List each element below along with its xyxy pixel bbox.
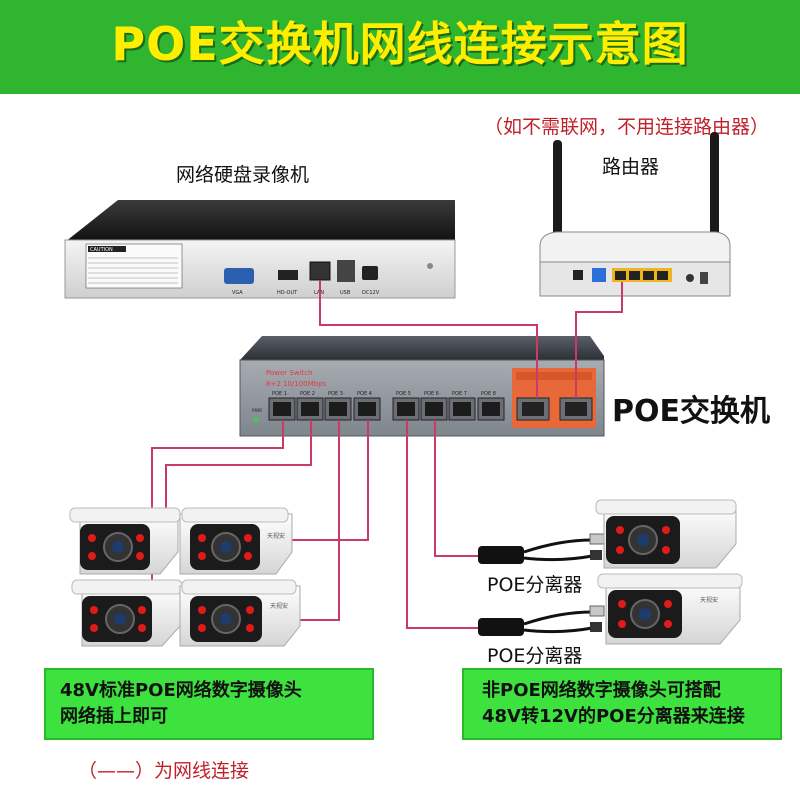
non-poe-camera-note-line-2: 48V转12V的POE分离器来连接 [482,704,745,730]
router-usb-port [700,272,708,284]
dc-power-port [362,266,378,280]
splitter-1 [478,534,604,564]
uplink-port-1-socket [522,402,544,416]
nvr-caution-text: CAUTION [90,247,113,253]
cable-legend: （——）为网线连接 [78,756,249,783]
camera-6: 天视安 [598,574,742,644]
poe-port-5-label: POE 5 [396,391,411,397]
poe-port-3-label: POE 3 [328,391,343,397]
camera-4-brand: 天视安 [270,602,288,610]
poe-port-2-label: POE 2 [300,391,315,397]
poe-port-5-socket [397,402,415,416]
router-device [540,132,730,296]
poe-port-4-label: POE 4 [357,391,372,397]
switch-header-text: Power Switch [266,369,313,377]
uplink-port-2-socket [565,402,587,416]
camera-3 [72,580,182,646]
camera-2: 天视安 [180,508,292,574]
poe-port-7-label: POE 7 [452,391,467,397]
poe-camera-note: 48V标准POE网络数字摄像头 网络插上即可 [60,678,302,730]
poe-port-1-label: POE 1 [272,391,287,397]
router-wan-port [592,268,606,282]
poe-port-3-socket [329,402,347,416]
camera-2-brand: 天视安 [267,532,285,540]
router-power-port [573,270,583,280]
nvr-port-label-5: DC12V [362,290,380,296]
switch-uplink-label-bar [516,372,592,380]
nvr-screw-icon [427,263,433,269]
camera-6-brand: 天视安 [700,596,718,604]
vga-port [224,268,254,284]
nvr-port-label-1: VGA [232,290,243,296]
usb-ports [337,260,355,282]
non-poe-cameras: 天视安 [596,500,742,644]
hdmi-port [278,270,298,280]
nvr-top-panel [65,200,455,242]
poe-camera-note-line-2: 网络插上即可 [60,704,302,730]
nvr-port-label-4: USB [340,290,351,296]
camera-4: 天视安 [180,580,300,646]
power-label: PWR [252,408,262,414]
poe-port-6-socket [425,402,443,416]
camera-1 [70,508,180,574]
poe-port-7-socket [453,402,471,416]
splitter-2-label: POE分离器 [487,641,582,668]
poe-port-2-socket [301,402,319,416]
poe-port-4-socket [358,402,376,416]
non-poe-camera-note-line-1: 非POE网络数字摄像头可搭配 [482,678,745,704]
cable-poe6 [435,420,478,556]
poe-port-1-socket [273,402,291,416]
camera-5 [596,500,736,568]
nvr-lan-port [310,262,330,280]
nvr-port-label-2: HD-OUT [277,290,298,296]
splitter-2 [478,606,604,636]
poe-cameras: 天视安 天视安 [70,508,300,646]
non-poe-camera-note-box: 非POE网络数字摄像头可搭配 48V转12V的POE分离器来连接 [462,668,782,740]
switch-spec-text: 8+2 10/100Mbps [266,380,327,388]
router-top-shell [540,232,730,262]
cable-poe5 [407,420,478,628]
poe-camera-note-box: 48V标准POE网络数字摄像头 网络插上即可 [44,668,374,740]
switch-top-panel [240,336,604,360]
splitter-1-label: POE分离器 [487,570,582,597]
router-reset-button [686,274,694,282]
poe-port-6-label: POE 6 [424,391,439,397]
poe-switch-device: Power Switch 8+2 10/100Mbps PWR POE 1 POE… [240,336,604,436]
poe-port-8-socket [482,402,500,416]
non-poe-camera-note: 非POE网络数字摄像头可搭配 48V转12V的POE分离器来连接 [482,678,745,730]
poe-port-8-label: POE 8 [481,391,496,397]
poe-camera-note-line-1: 48V标准POE网络数字摄像头 [60,678,302,704]
power-led-icon [254,418,259,423]
